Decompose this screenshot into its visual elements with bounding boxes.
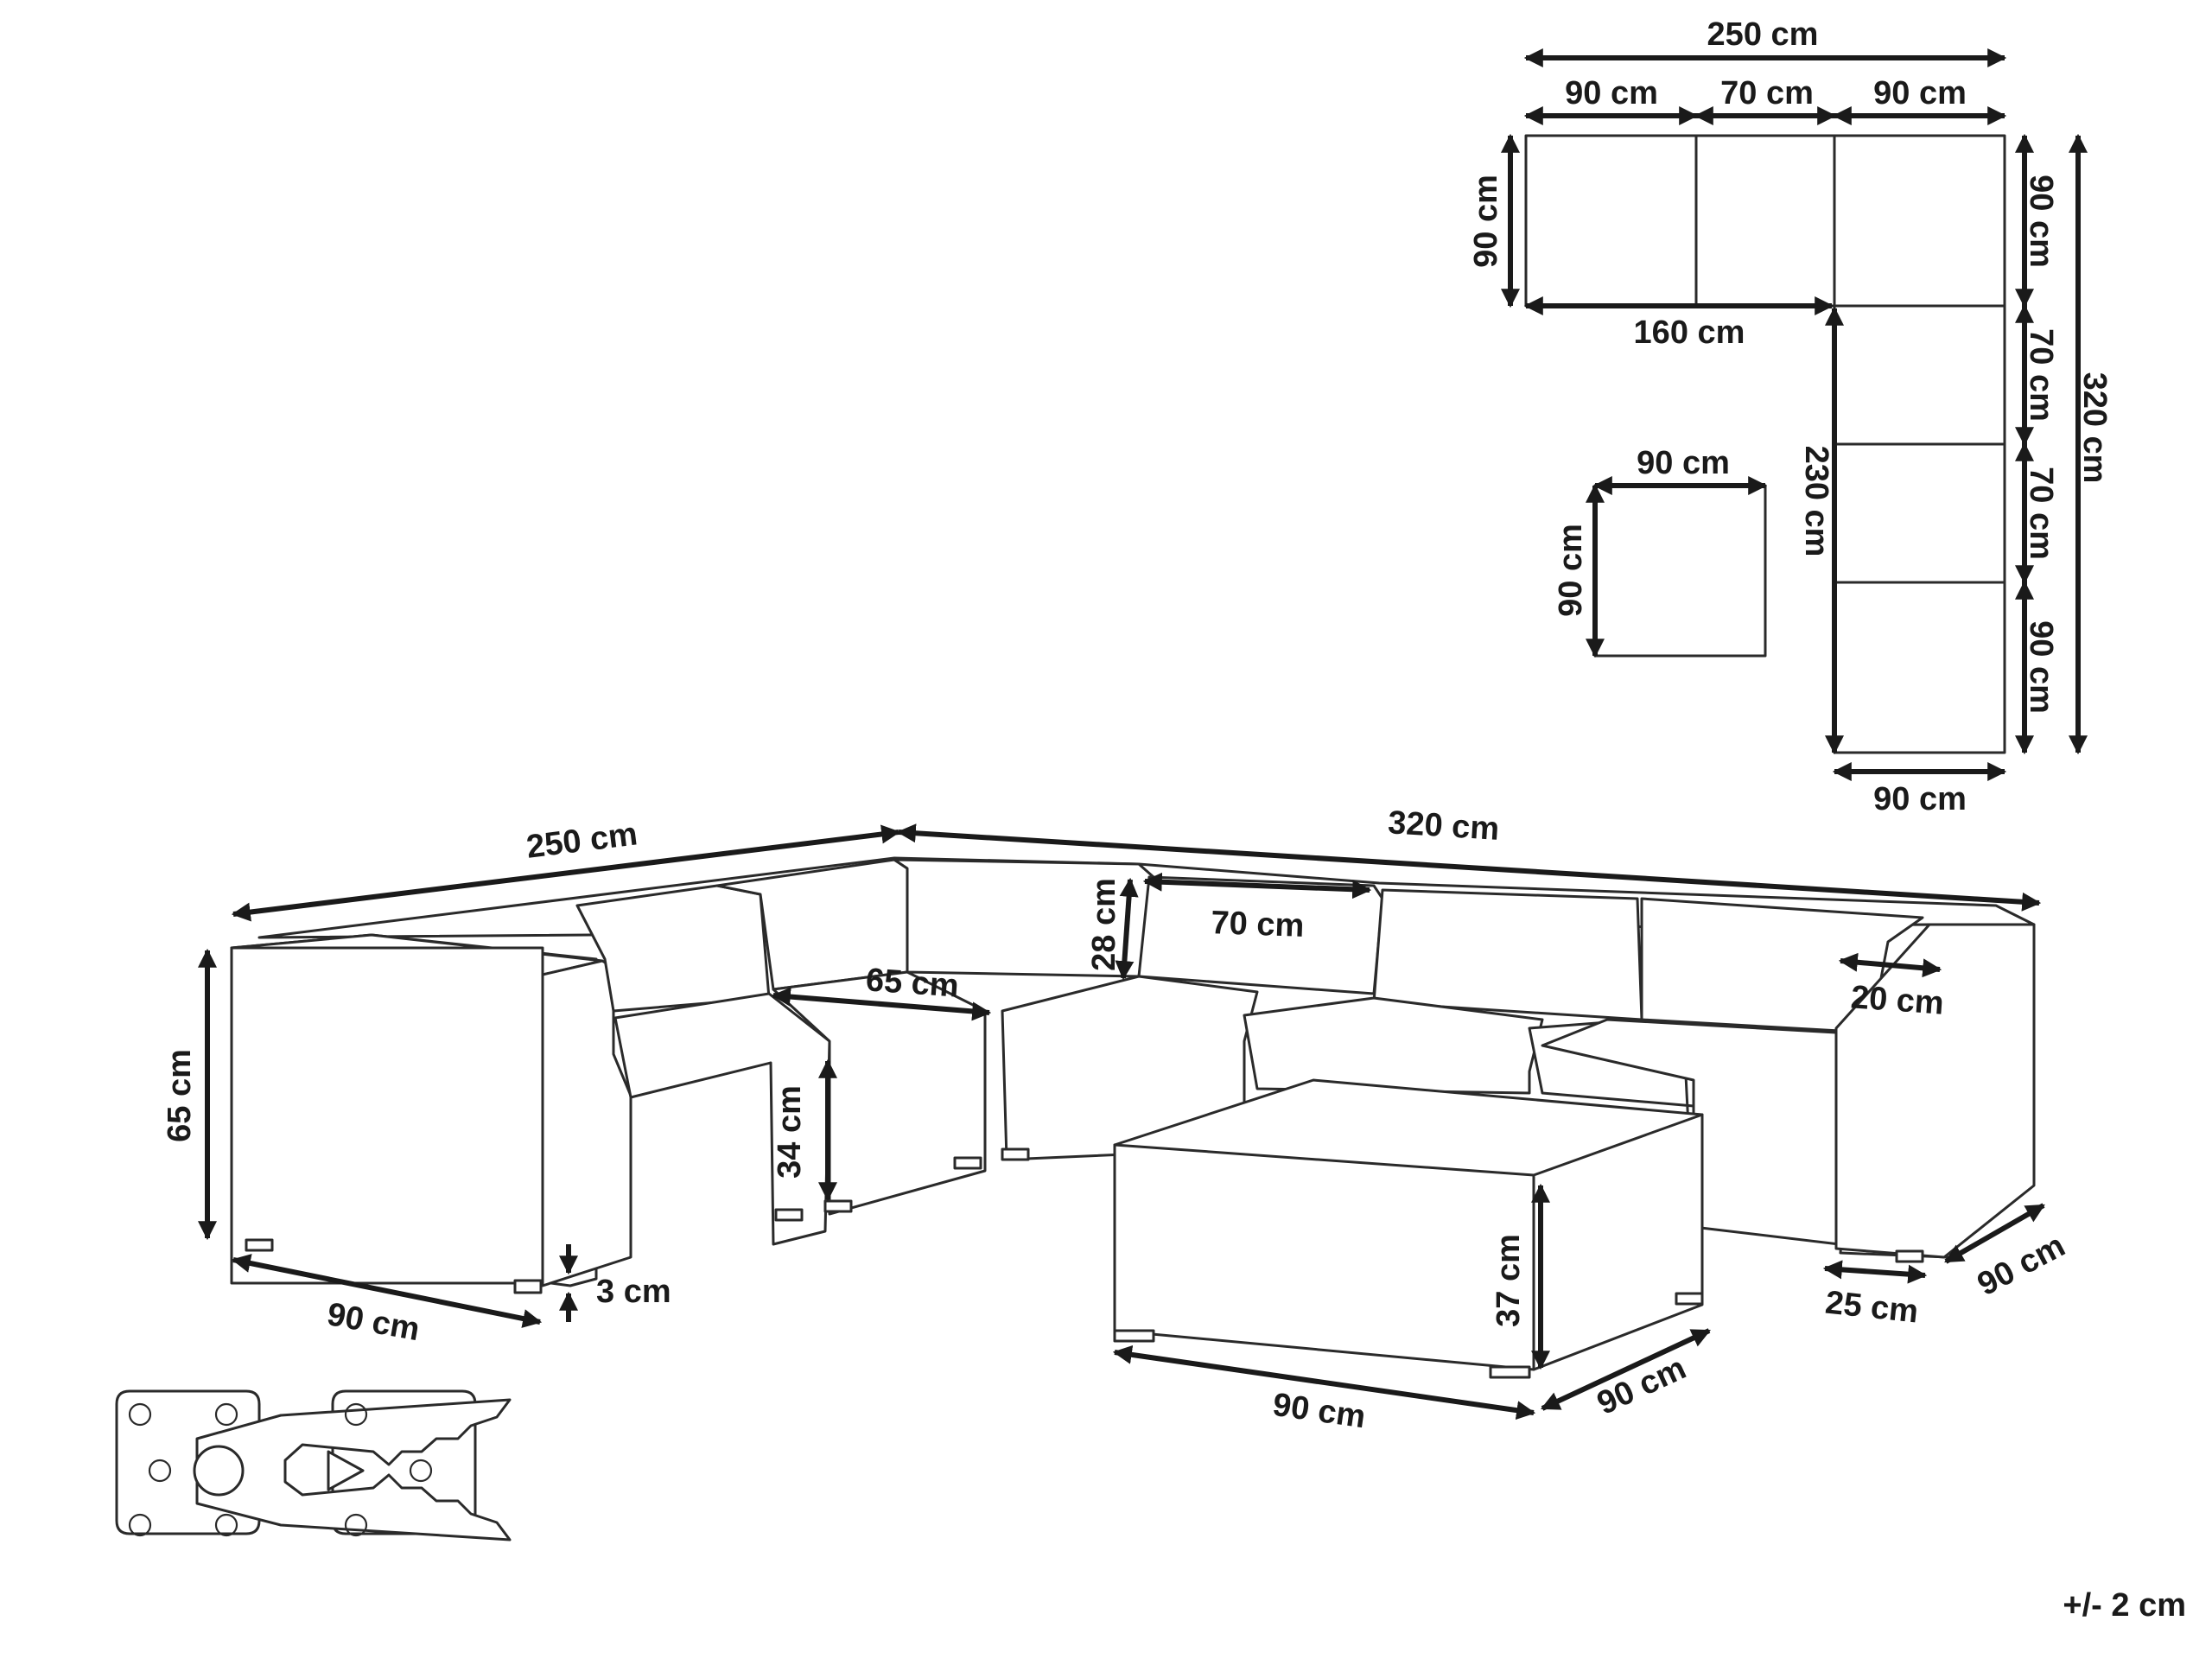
plan-module-right-3 <box>1833 442 2006 584</box>
dim-line-arm-width <box>1838 952 1942 978</box>
label-plan-right-3: 70 cm <box>2023 467 2059 560</box>
screw-icon <box>344 1402 368 1427</box>
ottoman-foot-left <box>1113 1329 1155 1343</box>
dim-line-ottoman-width <box>1112 1344 1536 1421</box>
dim-line-left-module-width <box>231 1254 543 1328</box>
sofa-foot-right <box>1895 1249 1924 1263</box>
dim-line-back-thickness <box>1115 877 1139 981</box>
label-plan-top-middle: 70 cm <box>1720 75 1814 111</box>
ottoman-foot-right <box>1489 1365 1531 1379</box>
label-arm-width: 20 cm <box>1850 979 1945 1021</box>
screw-icon-group <box>128 1402 433 1537</box>
tolerance-note: +/- 2 cm <box>2063 1587 2186 1624</box>
label-height: 65 cm <box>162 1049 198 1142</box>
label-leg-height: 3 cm <box>596 1274 671 1310</box>
plan-module-middle <box>1694 134 1836 308</box>
clip-pivot <box>193 1445 245 1497</box>
label-plan-ottoman-depth: 90 cm <box>1553 524 1589 617</box>
dim-line-seat-depth <box>771 987 992 1021</box>
perspective-ottoman <box>1113 1078 1704 1379</box>
label-ottoman-width: 90 cm <box>1270 1387 1368 1436</box>
label-left-length: 250 cm <box>524 816 639 865</box>
dim-line-right-leg-inset <box>1822 1260 1928 1284</box>
sofa-foot-left-front <box>513 1279 543 1294</box>
dim-line-right-module-width <box>1944 1203 2045 1264</box>
clip-body <box>195 1398 512 1541</box>
ottoman-front <box>1113 1143 1535 1371</box>
plan-module-left <box>1524 134 1698 308</box>
plan-module-right-4 <box>1833 581 2006 754</box>
label-plan-right-1: 90 cm <box>2023 175 2059 268</box>
sofa-foot-corner-1 <box>953 1156 982 1170</box>
screw-icon <box>148 1459 172 1483</box>
label-plan-top-right: 90 cm <box>1873 75 1967 111</box>
plan-ottoman <box>1593 484 1767 658</box>
plan-module-corner <box>1833 134 2006 308</box>
plan-module-right-2 <box>1833 304 2006 446</box>
label-right-length: 320 cm <box>1387 804 1500 848</box>
sofa-middle-back-2 <box>1372 888 1643 1021</box>
clip-arrow <box>327 1450 365 1491</box>
screw-icon <box>344 1513 368 1537</box>
sofa-foot-left <box>245 1238 274 1252</box>
screw-icon <box>128 1402 152 1427</box>
sofa-foot-seat-3 <box>823 1199 853 1213</box>
label-ottoman-height: 37 cm <box>1491 1234 1527 1327</box>
sofa-left-module-front-face <box>230 946 544 1285</box>
label-plan-bottom: 90 cm <box>1873 781 1967 817</box>
label-plan-right-total: 320 cm <box>2076 372 2113 484</box>
label-plan-right-2: 70 cm <box>2023 328 2059 422</box>
label-plan-top-left: 90 cm <box>1565 75 1658 111</box>
dim-line-middle-width <box>1142 872 1372 899</box>
screw-icon <box>409 1459 433 1483</box>
label-back-thickness: 28 cm <box>1086 878 1122 971</box>
label-plan-top-total: 250 cm <box>1707 16 1819 53</box>
ottoman-foot-back <box>1675 1292 1704 1306</box>
label-middle-width: 70 cm <box>1211 905 1305 944</box>
plan-view: 250 cm 90 cm 70 cm 90 cm 90 cm 160 cm 23… <box>1468 16 2113 817</box>
dim-line-ottoman-depth <box>1541 1328 1711 1411</box>
dim-line-right-length <box>896 823 2042 912</box>
label-right-leg-inset: 25 cm <box>1823 1285 1920 1331</box>
connector-clip-detail <box>115 1389 512 1541</box>
label-plan-inner-depth: 230 cm <box>1798 446 1834 557</box>
label-seat-height: 34 cm <box>772 1085 808 1179</box>
screw-icon <box>214 1513 238 1537</box>
label-left-module-width: 90 cm <box>324 1296 422 1348</box>
screw-icon <box>214 1402 238 1427</box>
label-plan-inner-width: 160 cm <box>1634 315 1745 351</box>
label-plan-left-depth: 90 cm <box>1468 175 1504 268</box>
dim-line-left-length <box>231 824 901 922</box>
label-plan-right-4: 90 cm <box>2023 620 2059 714</box>
screw-icon <box>128 1513 152 1537</box>
label-seat-depth: 65 cm <box>865 962 960 1004</box>
label-plan-ottoman-width: 90 cm <box>1637 445 1730 481</box>
sofa-middle-seat-1 <box>1243 996 1544 1095</box>
sofa-foot-seat-2 <box>774 1208 804 1222</box>
sofa-foot-corner-2 <box>1001 1147 1030 1161</box>
